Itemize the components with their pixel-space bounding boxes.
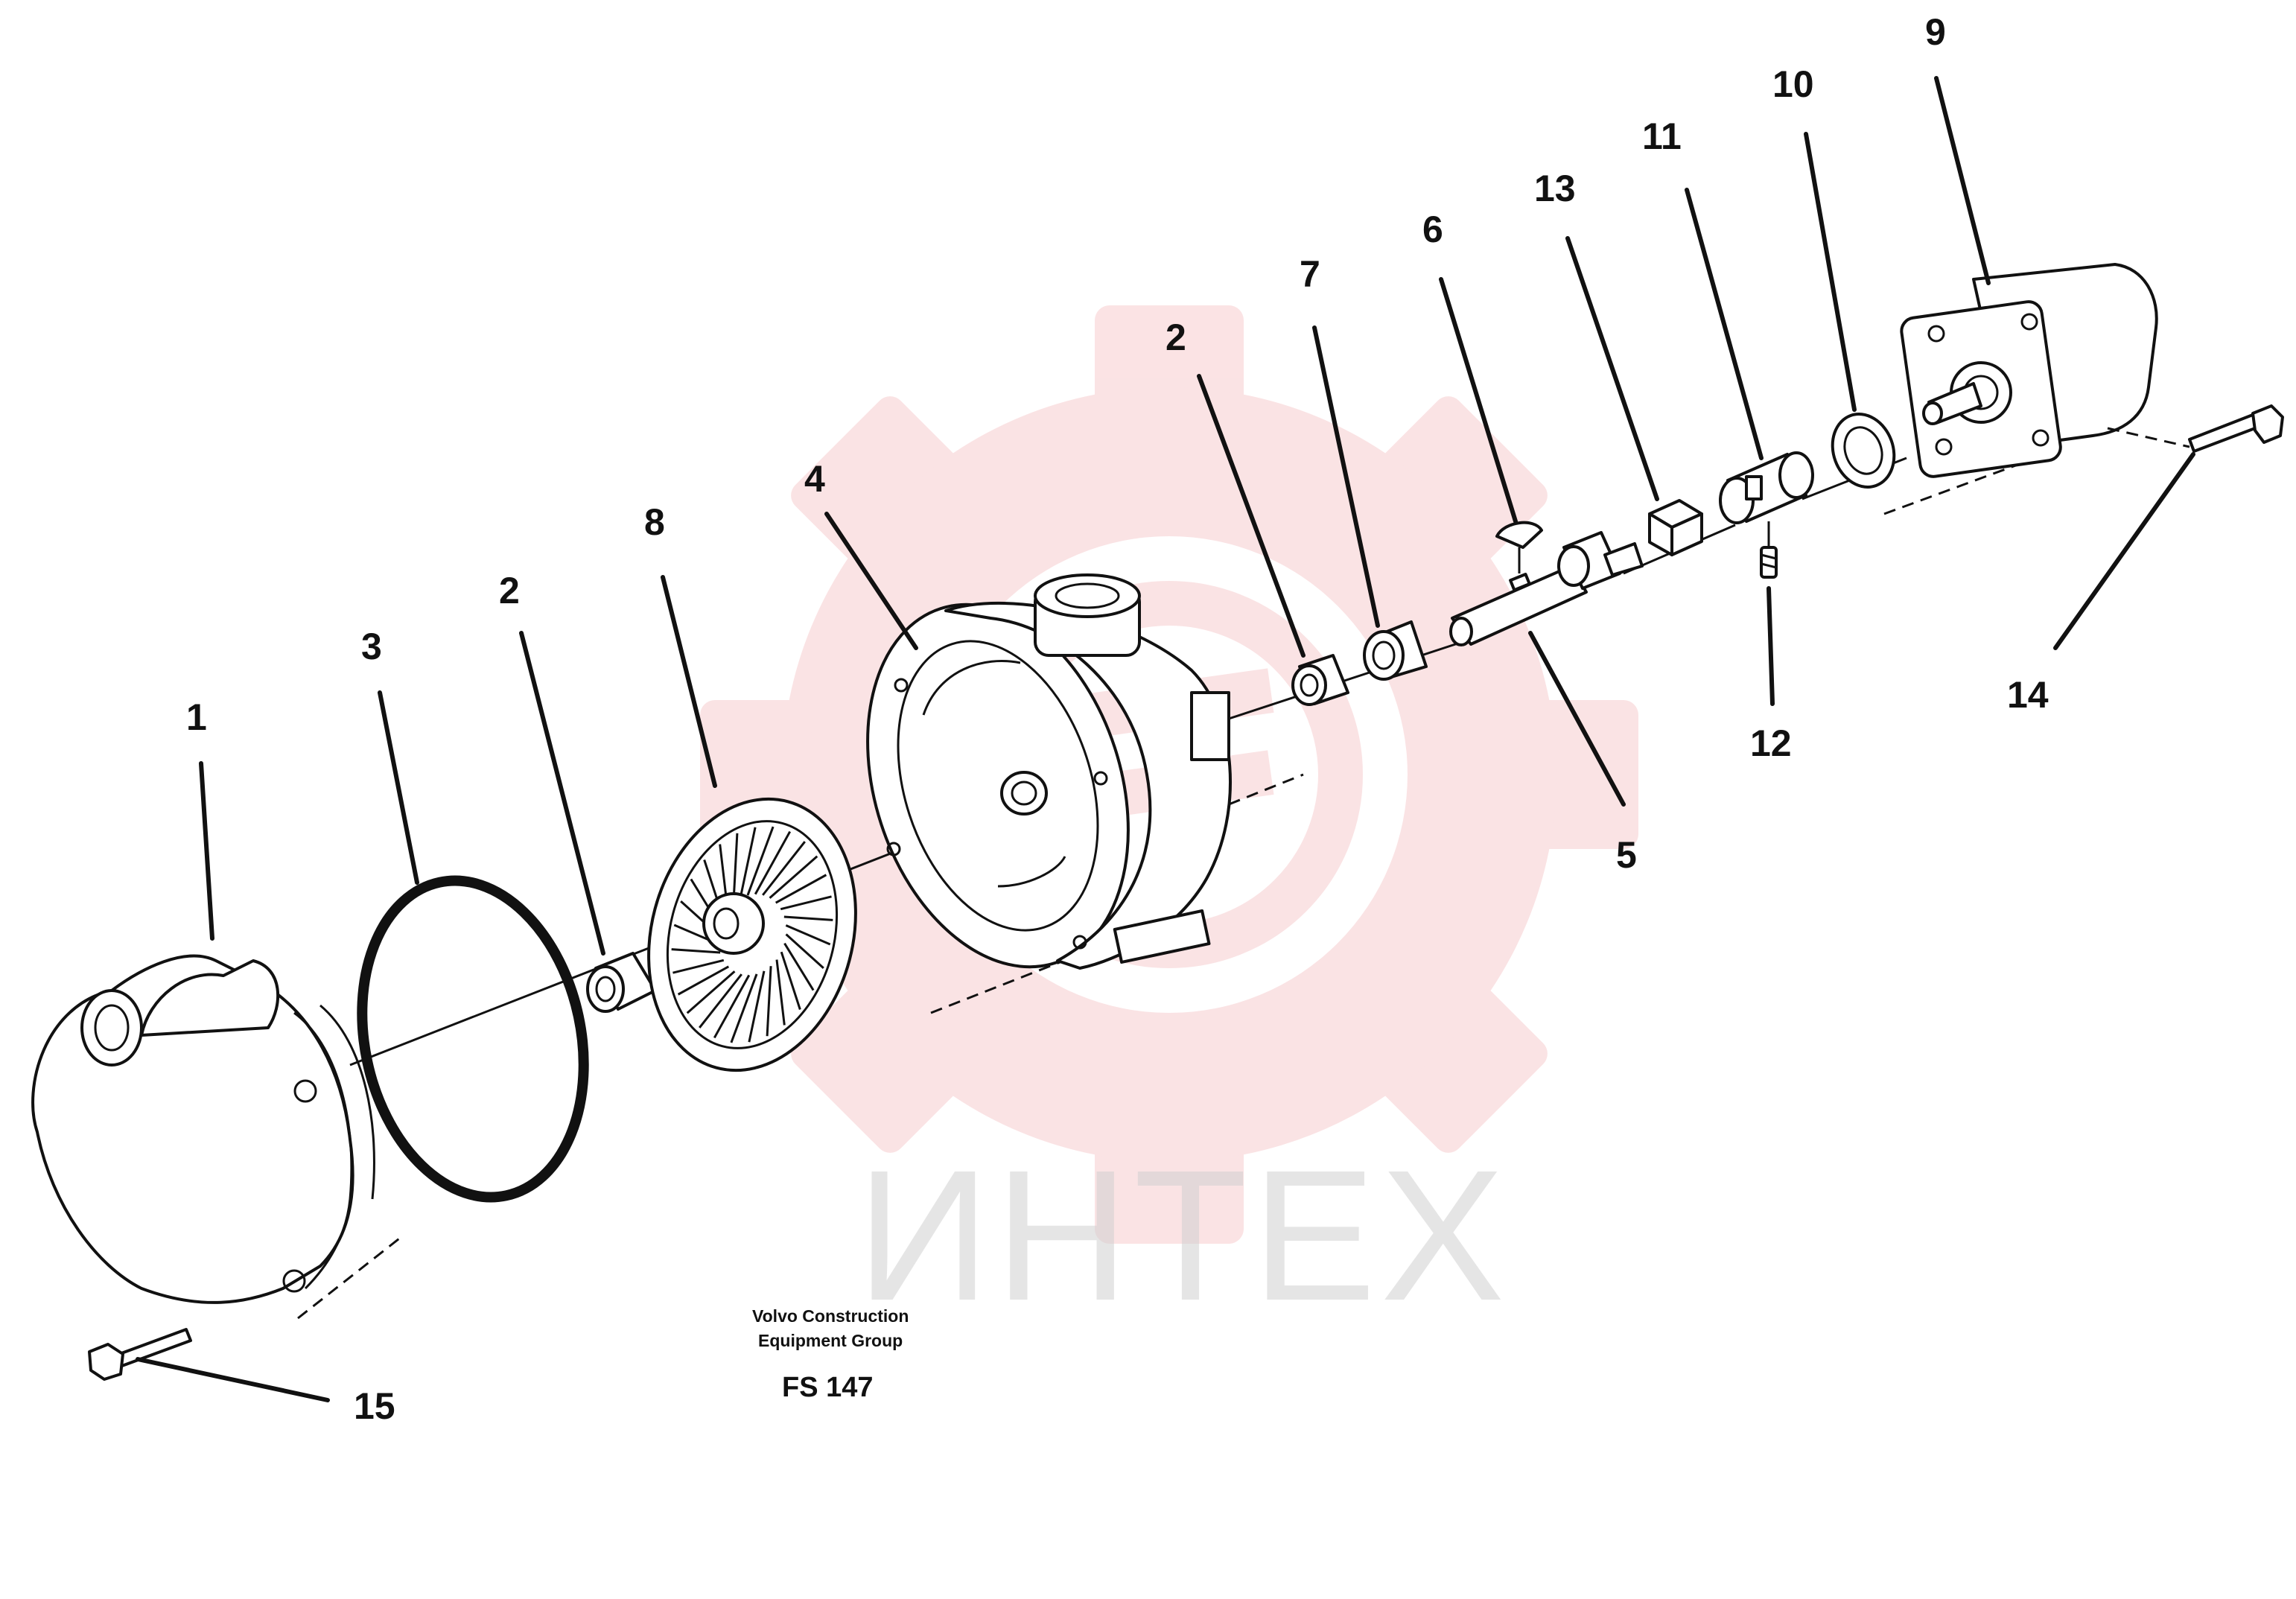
impeller-vane [785, 924, 831, 946]
callout-6: 6 [1422, 209, 1443, 250]
front-bolt [88, 1328, 192, 1381]
impeller [647, 797, 857, 1072]
impeller-vane [713, 974, 751, 1039]
callout-7: 7 [1300, 253, 1320, 295]
manufacturer-line-1: Volvo Construction [752, 1306, 909, 1326]
impeller-vane [769, 855, 818, 899]
shaft [1449, 531, 1644, 646]
callout-9: 9 [1925, 11, 1946, 53]
impeller-vane [732, 833, 739, 903]
callout-15: 15 [354, 1385, 395, 1427]
impeller-vane [686, 970, 736, 1014]
manufacturer-line-2: Equipment Group [758, 1331, 903, 1350]
figure-code: FS 147 [782, 1372, 874, 1403]
motor-bolt [2107, 404, 2284, 453]
impeller-vane [672, 959, 725, 974]
callout-4: 4 [804, 458, 825, 500]
impeller-vane [783, 915, 833, 921]
o-ring [357, 875, 589, 1203]
watermark-text: ИНТЕХ [856, 1131, 1509, 1339]
coupling-sleeve [1719, 451, 1814, 524]
callout-labels: 1 3 2 8 4 2 7 6 13 11 10 9 14 12 5 15 [186, 11, 2049, 1427]
callout-12: 12 [1750, 722, 1792, 764]
impeller-vane [775, 874, 827, 904]
callout-5: 5 [1616, 834, 1637, 876]
leader-lines [136, 76, 2195, 1402]
impeller-vane [730, 973, 758, 1043]
callout-11: 11 [1642, 115, 1682, 157]
callout-2-front: 2 [499, 570, 520, 611]
impeller-vane [775, 959, 786, 1026]
impeller-vane [762, 841, 806, 896]
impeller-vane [746, 826, 775, 896]
impeller-vane [748, 970, 766, 1043]
impeller-vane [677, 965, 730, 996]
impeller-vane [699, 973, 742, 1029]
motor-seal-ring [1831, 413, 1896, 489]
callout-13: 13 [1534, 168, 1576, 209]
impeller-vane [754, 830, 792, 895]
electric-motor [1900, 263, 2158, 478]
bushing-front [586, 952, 657, 1013]
shaft-key [1495, 521, 1543, 549]
callout-8: 8 [644, 501, 665, 543]
bushing-rear [1291, 654, 1349, 706]
callout-1: 1 [186, 696, 207, 738]
shaft-seal [1363, 620, 1428, 681]
coupling-block [1648, 499, 1703, 556]
callout-3: 3 [361, 626, 382, 667]
pump-front-cover [31, 954, 375, 1304]
impeller-vane [785, 933, 824, 969]
impeller-vane [780, 895, 832, 911]
impeller-vane [671, 948, 721, 954]
callout-2-rear: 2 [1166, 317, 1186, 358]
impeller-vane [783, 942, 815, 991]
callout-14: 14 [2007, 674, 2049, 716]
impeller-vane [739, 827, 757, 899]
callout-10: 10 [1772, 63, 1814, 105]
impeller-vane [766, 966, 772, 1037]
pump-housing [866, 573, 1232, 970]
set-screw [1760, 521, 1778, 579]
impeller-vane [780, 951, 801, 1010]
